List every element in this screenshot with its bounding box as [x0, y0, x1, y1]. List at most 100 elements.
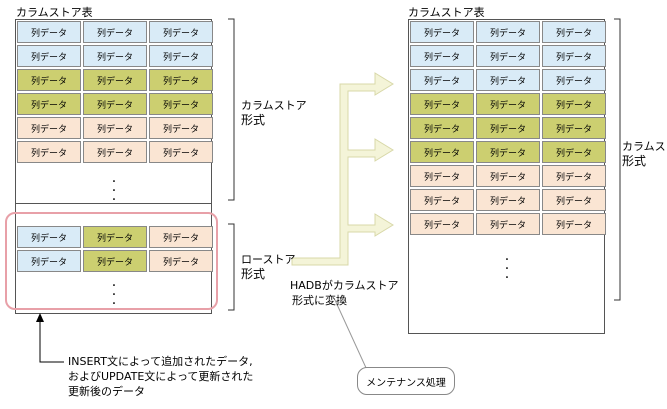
table-row: 列データ列データ列データ [409, 140, 607, 164]
table-row: 列データ列データ列データ [16, 225, 214, 249]
column-data-cell: 列データ [476, 21, 540, 43]
table-row: 列データ列データ列データ [409, 20, 607, 44]
column-data-cell: 列データ [149, 141, 213, 163]
column-data-cell: 列データ [83, 93, 147, 115]
callout-pointer [334, 299, 368, 371]
column-data-cell: 列データ [410, 93, 474, 115]
column-data-cell: 列データ [149, 117, 213, 139]
label-line: 形式 [241, 113, 266, 127]
column-data-cell: 列データ [149, 69, 213, 91]
column-data-cell: 列データ [149, 93, 213, 115]
left-column-format-label: カラムストア 形式 [241, 98, 307, 128]
column-data-cell: 列データ [410, 69, 474, 91]
column-data-cell: 列データ [17, 45, 81, 67]
column-data-cell: 列データ [17, 21, 81, 43]
column-data-cell: 列データ [542, 21, 606, 43]
column-data-cell: 列データ [542, 45, 606, 67]
row-store-brace [228, 223, 235, 311]
note-line: およびUPDATE文によって更新された [68, 370, 254, 383]
right-column-store-brace [614, 18, 621, 301]
column-data-cell: 列データ [542, 93, 606, 115]
row-store-highlight [5, 212, 218, 310]
label-line: 形式 [622, 154, 647, 168]
column-data-cell: 列データ [17, 69, 81, 91]
column-data-cell: 列データ [83, 21, 147, 43]
column-data-cell: 列データ [476, 213, 540, 235]
column-data-cell: 列データ [149, 21, 213, 43]
label-line: 形式 [241, 267, 266, 281]
table-row: 列データ列データ列データ [16, 140, 214, 164]
column-data-cell: 列データ [410, 165, 474, 187]
right-table-title: カラムストア表 [408, 6, 485, 19]
table-row: 列データ列データ列データ [16, 44, 214, 68]
table-row: 列データ列データ列データ [409, 212, 607, 236]
column-data-cell: 列データ [410, 141, 474, 163]
ellipsis-dots: ··· [504, 252, 510, 286]
note-line: INSERT文によって追加されたデータ, [68, 355, 253, 368]
column-store-brace [228, 18, 235, 201]
section-divider [16, 203, 211, 204]
column-data-cell: 列データ [476, 69, 540, 91]
column-data-cell: 列データ [542, 69, 606, 91]
maintenance-callout: メンテナンス処理 [357, 367, 455, 395]
column-data-cell: 列データ [542, 213, 606, 235]
label-line: ローストア [241, 253, 296, 266]
column-data-cell: 列データ [410, 45, 474, 67]
column-data-cell: 列データ [410, 213, 474, 235]
column-data-cell: 列データ [410, 21, 474, 43]
column-data-cell: 列データ [542, 141, 606, 163]
column-data-cell: 列データ [83, 69, 147, 91]
table-row: 列データ列データ列データ [16, 20, 214, 44]
column-data-cell: 列データ [476, 141, 540, 163]
table-row: 列データ列データ列データ [409, 188, 607, 212]
right-column-format-label: カラムストア 形式 [622, 139, 667, 169]
table-row: 列データ列データ列データ [409, 68, 607, 92]
ellipsis-dots: ··· [111, 174, 117, 208]
column-data-cell: 列データ [83, 226, 147, 248]
label-line: カラムストア [622, 140, 667, 153]
conversion-arrow [291, 72, 394, 266]
column-data-cell: 列データ [83, 117, 147, 139]
column-data-cell: 列データ [476, 189, 540, 211]
left-table-title: カラムストア表 [16, 6, 93, 19]
column-data-cell: 列データ [17, 117, 81, 139]
column-data-cell: 列データ [542, 189, 606, 211]
right-column-store-table: 列データ列データ列データ列データ列データ列データ列データ列データ列データ列データ… [408, 19, 607, 334]
note-arrow-head [36, 313, 44, 322]
note-arrow-line [39, 320, 64, 363]
table-row: 列データ列データ列データ [409, 164, 607, 188]
column-data-cell: 列データ [410, 189, 474, 211]
table-row: 列データ列データ列データ [409, 44, 607, 68]
label-line: カラムストア [241, 99, 307, 112]
column-data-cell: 列データ [17, 93, 81, 115]
column-data-cell: 列データ [83, 141, 147, 163]
column-data-cell: 列データ [17, 141, 81, 163]
label-line: HADBがカラムストア [290, 279, 399, 292]
column-data-cell: 列データ [149, 45, 213, 67]
column-data-cell: 列データ [542, 165, 606, 187]
column-data-cell: 列データ [476, 165, 540, 187]
table-row: 列データ列データ列データ [16, 116, 214, 140]
left-row-format-label: ローストア 形式 [241, 252, 295, 282]
table-row: 列データ列データ列データ [409, 116, 607, 140]
column-data-cell: 列データ [542, 117, 606, 139]
ellipsis-dots: ··· [111, 278, 117, 312]
table-row: 列データ列データ列データ [16, 249, 214, 273]
column-data-cell: 列データ [410, 117, 474, 139]
column-data-cell: 列データ [83, 45, 147, 67]
insert-update-note: INSERT文によって追加されたデータ, およびUPDATE文によって更新された… [68, 354, 253, 399]
column-data-cell: 列データ [476, 117, 540, 139]
table-row: 列データ列データ列データ [409, 92, 607, 116]
column-data-cell: 列データ [149, 226, 213, 248]
column-data-cell: 列データ [149, 250, 213, 272]
column-data-cell: 列データ [476, 45, 540, 67]
column-data-cell: 列データ [17, 250, 81, 272]
left-column-store-table: 列データ列データ列データ列データ列データ列データ列データ列データ列データ列データ… [15, 19, 214, 314]
table-row: 列データ列データ列データ [16, 68, 214, 92]
conversion-label: HADBがカラムストア 形式に変換 [290, 278, 398, 308]
column-data-cell: 列データ [83, 250, 147, 272]
note-line: 更新後のデータ [68, 385, 145, 398]
label-line: 形式に変換 [292, 294, 347, 307]
table-row: 列データ列データ列データ [16, 92, 214, 116]
column-data-cell: 列データ [17, 226, 81, 248]
